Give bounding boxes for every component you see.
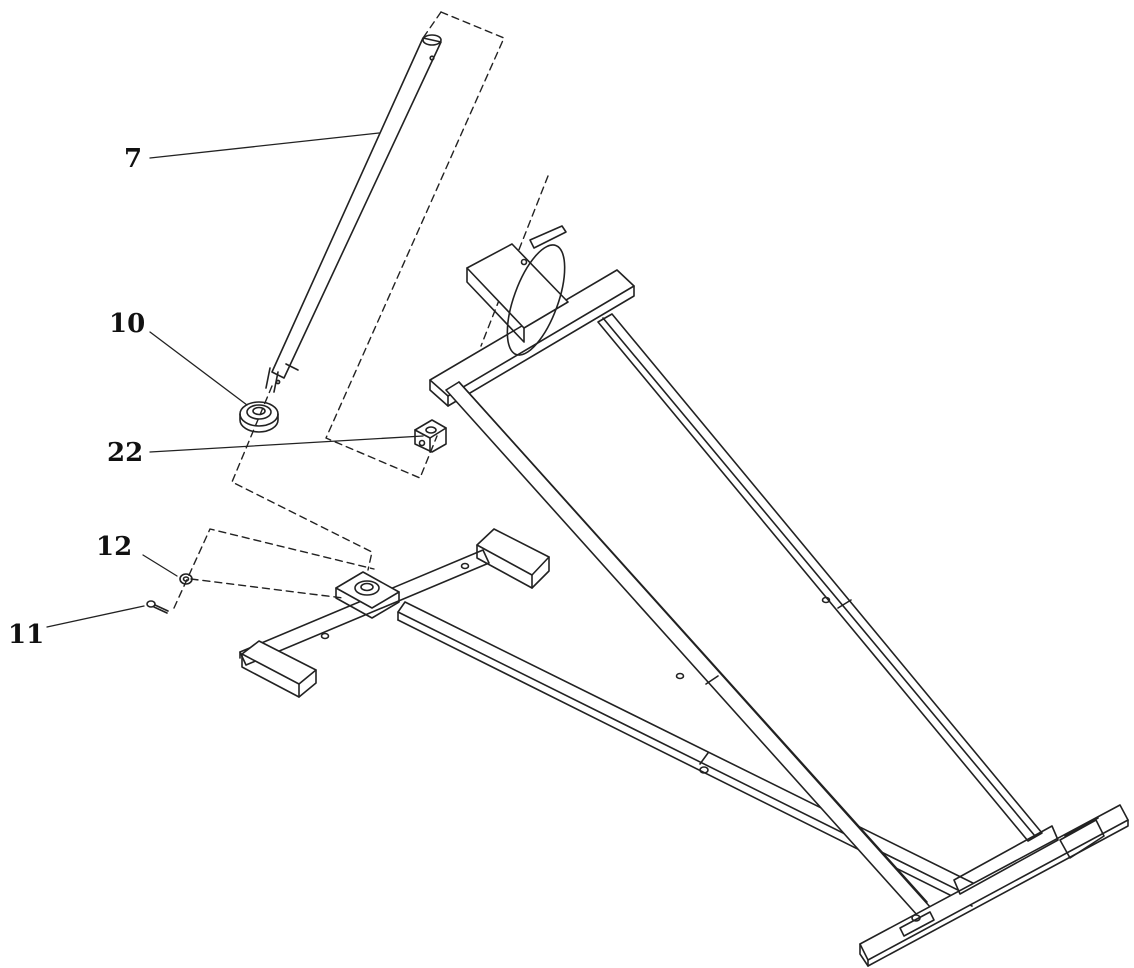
bearing-part-10 [239, 401, 279, 433]
leader-12 [142, 554, 178, 577]
pin-part-11 [146, 600, 169, 614]
leader-lines [46, 132, 424, 628]
leader-10 [149, 331, 248, 406]
callout-10: 10 [109, 309, 146, 339]
leader-7 [149, 132, 380, 159]
upper-frame [429, 225, 1129, 967]
block-part-22 [414, 419, 447, 453]
leader-11 [46, 605, 145, 628]
callout-12: 12 [96, 532, 133, 562]
leader-22 [149, 435, 424, 453]
assembly-guide-lines [173, 11, 549, 609]
callout-22: 22 [107, 438, 144, 468]
callout-7: 7 [124, 144, 143, 174]
callout-11: 11 [8, 620, 45, 650]
pole-part-7 [265, 34, 442, 393]
